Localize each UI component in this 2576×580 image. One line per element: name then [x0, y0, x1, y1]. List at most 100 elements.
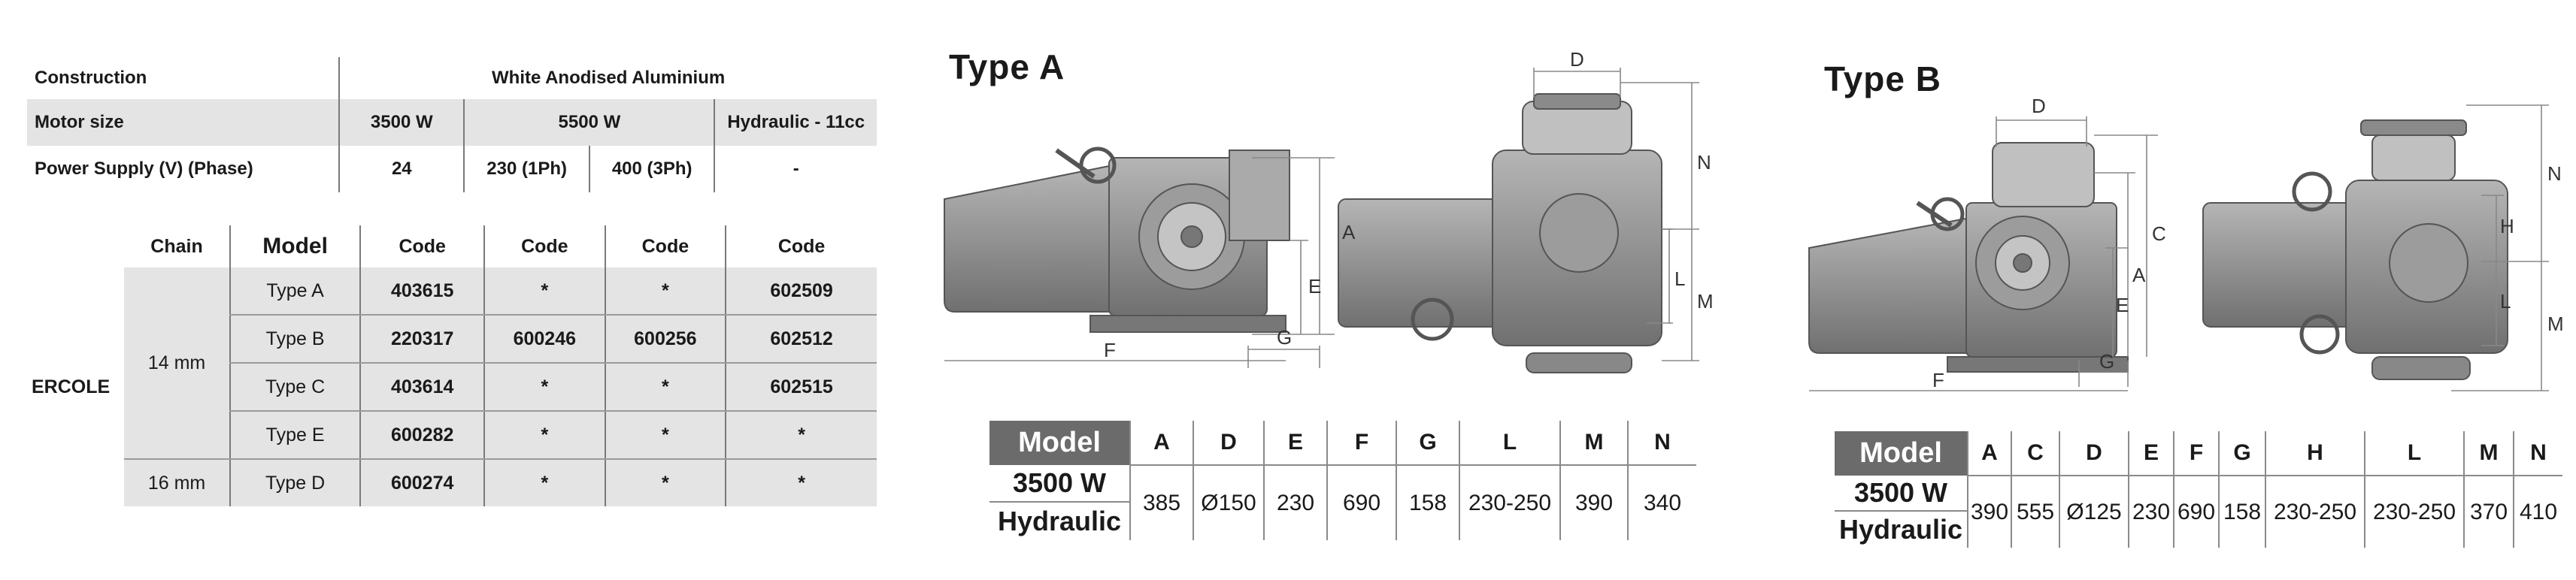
dim-value: 690: [2173, 475, 2219, 548]
dim-label-l: L: [2500, 290, 2511, 313]
dim-value: 158: [2218, 475, 2265, 548]
gypsy-bottom: [1526, 352, 1632, 373]
dim-label-f: F: [1104, 339, 1116, 361]
code-cell: 602515: [725, 363, 877, 412]
dim-header: E: [2128, 431, 2174, 476]
code-cell: 403615: [359, 267, 485, 316]
model-type-e: Type E: [229, 411, 361, 460]
power-230: 230 (1Ph): [463, 146, 589, 192]
row-label-3500w: 3500 W: [1012, 467, 1107, 498]
handwheel-front-lower: [2299, 314, 2340, 355]
code-cell: *: [604, 411, 726, 460]
dim-label-m: M: [1697, 290, 1714, 313]
gypsy-top: [1992, 142, 2095, 207]
dim-label-m: M: [2547, 313, 2564, 335]
dim-header: G: [2218, 431, 2265, 476]
gypsy-bottom: [2371, 356, 2471, 380]
dim-header: A: [1967, 431, 2011, 476]
type-a-dimension-table: Model A D E F G L M N 3500 W 385 Ø150 23…: [989, 421, 1696, 540]
dim-value: 230: [2128, 475, 2174, 548]
col-code-2: Code: [483, 225, 605, 267]
handwheel-side: [1079, 147, 1117, 184]
dim-label-n: N: [2547, 162, 2562, 185]
code-cell: 220317: [359, 315, 485, 364]
dim-value: 340: [1627, 464, 1696, 540]
row-label-3500w: 3500 W: [1853, 477, 1948, 508]
power-hydraulic: -: [714, 146, 877, 192]
model-header: Model: [989, 421, 1130, 465]
dim-label-e: E: [1308, 275, 1321, 298]
dim-header: L: [2364, 431, 2464, 476]
dim-label-a: A: [2132, 264, 2146, 286]
motor-size-label: Motor size: [27, 99, 340, 146]
dim-header: M: [2463, 431, 2514, 476]
motor-size-3500: 3500 W: [338, 99, 465, 146]
code-cell: *: [604, 267, 726, 316]
dim-label-g: G: [2099, 350, 2114, 373]
dim-value: 158: [1396, 464, 1459, 540]
dim-label-c: C: [2152, 222, 2166, 245]
row-label-hydraulic: Hydraulic: [1835, 510, 1968, 548]
motor-size-hydraulic: Hydraulic - 11cc: [714, 99, 877, 146]
code-cell: 602512: [725, 315, 877, 364]
code-cell: *: [604, 459, 726, 506]
dim-header: A: [1129, 421, 1193, 465]
type-a-title: Type A: [949, 47, 1065, 86]
type-b-dimension-table: Model A C D E F G H L M N 3500 W 390 555…: [1835, 431, 2562, 548]
dim-value: Ø125: [2059, 475, 2129, 548]
code-cell: *: [604, 363, 726, 412]
motor-housing-side: [944, 164, 1114, 313]
model-type-a: Type A: [229, 267, 361, 316]
type-a-diagram: A N E F G D L M: [944, 48, 1714, 373]
dim-header: N: [1627, 421, 1696, 465]
dim-header: C: [2011, 431, 2059, 476]
model-type-c: Type C: [229, 363, 361, 412]
chain-16mm: 16 mm: [124, 459, 230, 506]
dim-header: D: [1193, 421, 1264, 465]
col-code-1: Code: [359, 225, 485, 267]
dim-header: L: [1459, 421, 1560, 465]
code-cell: 600256: [604, 315, 726, 364]
motor-housing-side: [1808, 216, 1971, 354]
handwheel-front: [2292, 171, 2332, 212]
dim-label-n: N: [1697, 151, 1711, 174]
code-cell: 600246: [483, 315, 605, 364]
spec-table: Construction White Anodised Aluminium Mo…: [27, 57, 877, 192]
model-type-b: Type B: [229, 315, 361, 364]
col-chain: Chain: [150, 235, 203, 257]
dim-label-a: A: [1342, 221, 1356, 243]
dim-value: 390: [1559, 464, 1628, 540]
code-cell: *: [725, 411, 877, 460]
handwheel-side: [1930, 197, 1965, 231]
model-header: Model: [1835, 431, 1968, 476]
dim-value: 230-250: [1459, 464, 1560, 540]
product-name: ERCOLE: [32, 376, 111, 397]
code-cell: *: [725, 459, 877, 506]
dim-value: 230-250: [2364, 475, 2464, 548]
col-code-3: Code: [604, 225, 726, 267]
code-cell: 602509: [725, 267, 877, 316]
col-code-4: Code: [725, 225, 877, 267]
power-24: 24: [338, 146, 465, 192]
dim-label-l: L: [1674, 267, 1685, 290]
dim-value: 690: [1326, 464, 1396, 540]
dim-header: D: [2059, 431, 2129, 476]
model-type-d: Type D: [229, 459, 361, 506]
row-label-hydraulic: Hydraulic: [989, 501, 1130, 540]
dim-value: 390: [1967, 475, 2011, 548]
motor-size-5500: 5500 W: [463, 99, 715, 146]
power-supply-label: Power Supply (V) (Phase): [35, 159, 253, 179]
dim-value: 370: [2463, 475, 2514, 548]
type-b-diagram: D C A E F G H L N M: [1808, 95, 2564, 391]
code-cell: *: [483, 411, 605, 460]
dim-header: N: [2513, 431, 2562, 476]
code-cell: 600282: [359, 411, 485, 460]
code-cell: 600274: [359, 459, 485, 506]
dim-label-d: D: [1570, 48, 1584, 71]
chain-14mm: 14 mm: [124, 267, 230, 460]
handwheel-front: [1411, 298, 1454, 341]
code-cell: *: [483, 363, 605, 412]
dim-value: 555: [2011, 475, 2059, 548]
dim-label-h: H: [2500, 215, 2514, 237]
dim-header: M: [1559, 421, 1628, 465]
